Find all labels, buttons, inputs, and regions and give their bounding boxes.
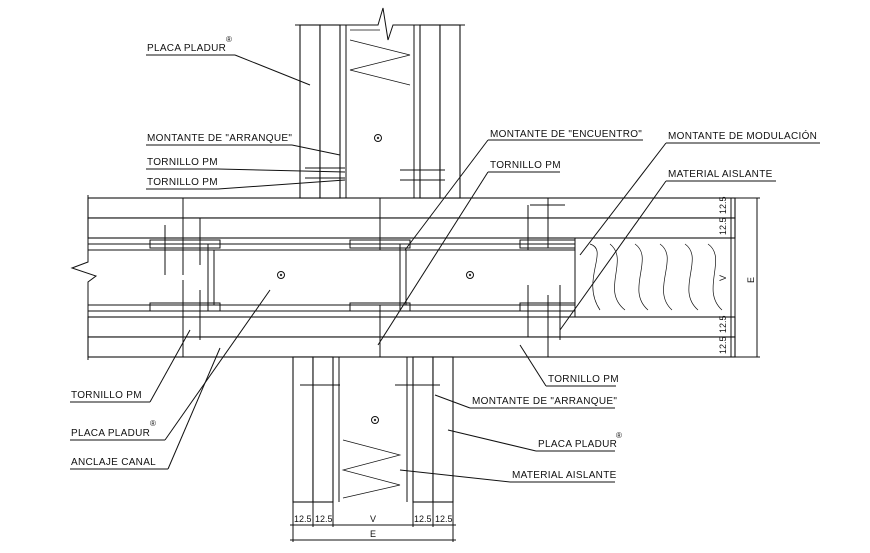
dim-right-v: V [718,275,728,281]
leader-lines [70,54,820,483]
label-tornillo-pm-1: TORNILLO PM [147,157,218,168]
label-tornillo-pm-center: TORNILLO PM [490,160,561,171]
top-vertical-wall [295,7,465,199]
dim-right-3: 12.5 [718,315,728,333]
screws-horizontal [164,198,561,357]
bottom-board-left-outer [292,356,314,503]
horizontal-wall [70,195,736,360]
label-anclaje-canal: ANCLAJE CANAL [71,457,156,468]
dim-bottom-v: V [370,514,376,524]
dim-bottom-3: 12.5 [414,514,432,524]
dim-right-2: 12.5 [718,217,728,235]
insulation-wave-right [589,243,723,311]
top-board-right-outer [439,24,461,199]
channel-profile-left [207,244,215,311]
dimension-lines [290,197,760,542]
label-montante-arranque-top: MONTANTE DE "ARRANQUE" [147,133,292,144]
label-tornillo-pm-2: TORNILLO PM [147,177,218,188]
board-bottom-outer [87,336,736,358]
registered-mark-top: ® [226,35,232,44]
board-bottom-inner [87,316,736,338]
label-placa-pladur-top: PLACA PLADUR [147,43,226,54]
dim-bottom-1: 12.5 [294,514,312,524]
label-montante-arranque-bottom: MONTANTE DE "ARRANQUE" [472,396,617,407]
board-top-outer [87,197,736,219]
registered-mark-bottom: ® [616,431,622,440]
label-material-aislante-top: MATERIAL AISLANTE [668,169,773,180]
label-tornillo-pm-right: TORNILLO PM [548,374,619,385]
break-line-left [70,195,98,360]
dim-right-total: E [746,277,756,283]
insulation-bottom [341,439,402,499]
label-placa-pladur-bottom: PLACA PLADUR [538,439,617,450]
dim-right-4: 12.5 [718,336,728,354]
dim-right-1: 12.5 [718,196,728,214]
registered-mark-left: ® [150,419,156,428]
dim-bottom-4: 12.5 [435,514,453,524]
top-board-right-inner [419,24,441,199]
bottom-board-right-inner [412,356,434,503]
label-material-aislante-bottom: MATERIAL AISLANTE [512,470,617,481]
label-montante-modulacion: MONTANTE DE MODULACIÓN [668,129,817,142]
bottom-board-left-inner [312,356,334,503]
dim-bottom-2: 12.5 [315,514,333,524]
dim-bottom-total: E [370,529,376,539]
label-montante-encuentro: MONTANTE DE "ENCUENTRO" [490,129,642,140]
insulation-top [349,29,411,86]
top-board-left-outer [299,24,321,199]
bottom-board-right-outer [432,356,454,503]
bottom-vertical-wall [292,356,454,503]
label-placa-pladur-left: PLACA PLADUR [71,428,150,439]
label-tornillo-pm-left: TORNILLO PM [71,390,142,401]
break-line-top [295,7,465,41]
channel-profile-center [399,244,407,311]
